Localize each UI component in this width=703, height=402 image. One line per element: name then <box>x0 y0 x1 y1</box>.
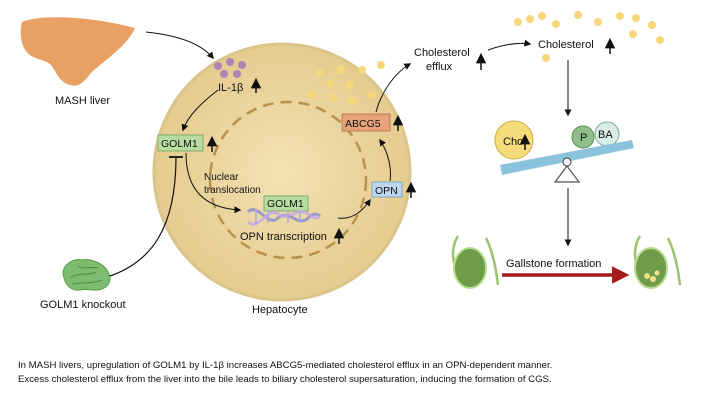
golm1-box <box>157 134 204 152</box>
gallbladder-icon <box>451 235 500 289</box>
pathway-diagram: MASH liver IL-1β GOLM1 Nuclear transloca… <box>20 11 682 316</box>
bile-cholesterol-icon <box>514 11 664 62</box>
cholesterol-label: Cholesterol <box>538 39 594 51</box>
arrow-liver-to-il1b <box>145 31 214 60</box>
cholesterol-efflux-label-2: efflux <box>426 61 453 73</box>
abcg5-label: ABCG5 <box>345 118 381 130</box>
il1b-molecules-icon <box>214 58 246 78</box>
caption-line-1: In MASH livers, upregulation of GOLM1 by… <box>18 360 553 371</box>
opn-label: OPN <box>375 185 398 197</box>
ba-label: BA <box>598 129 613 141</box>
golm1-protein-icon <box>62 259 111 291</box>
hepatocyte-icon <box>152 42 412 302</box>
nuclear-translocation-label-1: Nuclear <box>204 172 239 183</box>
golm1-knockout-label: GOLM1 knockout <box>40 299 126 311</box>
cholesterol-efflux-label-1: Cholesterol <box>414 47 470 59</box>
p-label: P <box>580 132 587 144</box>
cho-ball <box>494 120 534 160</box>
golm1-nuclear-box <box>263 195 309 212</box>
caption-line-2: Excess cholesterol efflux from the liver… <box>18 374 552 385</box>
arrow-efflux-to-cholesterol <box>487 39 532 51</box>
nucleus-outline <box>208 100 368 260</box>
mash-liver-label: MASH liver <box>55 95 110 107</box>
opn-box <box>371 181 403 198</box>
gallbladder-with-stones-icon <box>633 235 682 289</box>
nuclear-translocation-label-2: translocation <box>204 185 261 196</box>
golm1-knockout-inhibition-line <box>109 156 177 277</box>
cho-label: Cho <box>503 136 523 148</box>
dna-icon <box>246 208 322 226</box>
cholesterol-molecules-icon <box>308 61 385 105</box>
liver-icon <box>20 17 135 86</box>
gallstone-formation-label: Gallstone formation <box>506 258 601 270</box>
seesaw-icon <box>494 120 634 183</box>
abcg5-box <box>341 113 391 132</box>
figure-caption: In MASH livers, upregulation of GOLM1 by… <box>18 359 698 387</box>
arrow-opn-to-abcg5 <box>379 138 391 182</box>
arrow-nuclear-translocation <box>185 152 242 214</box>
il1b-label: IL-1β <box>218 82 243 94</box>
hepatocyte-label: Hepatocyte <box>252 304 308 316</box>
arrow-abcg5-to-efflux <box>375 63 412 113</box>
p-ball <box>571 125 595 149</box>
opn-transcription-label: OPN transcription <box>240 231 327 243</box>
arrow-to-opn <box>337 198 371 219</box>
golm1-label: GOLM1 <box>161 138 198 150</box>
golm1-nuclear-label: GOLM1 <box>267 198 304 210</box>
arrow-il1b-to-golm1 <box>181 89 219 132</box>
